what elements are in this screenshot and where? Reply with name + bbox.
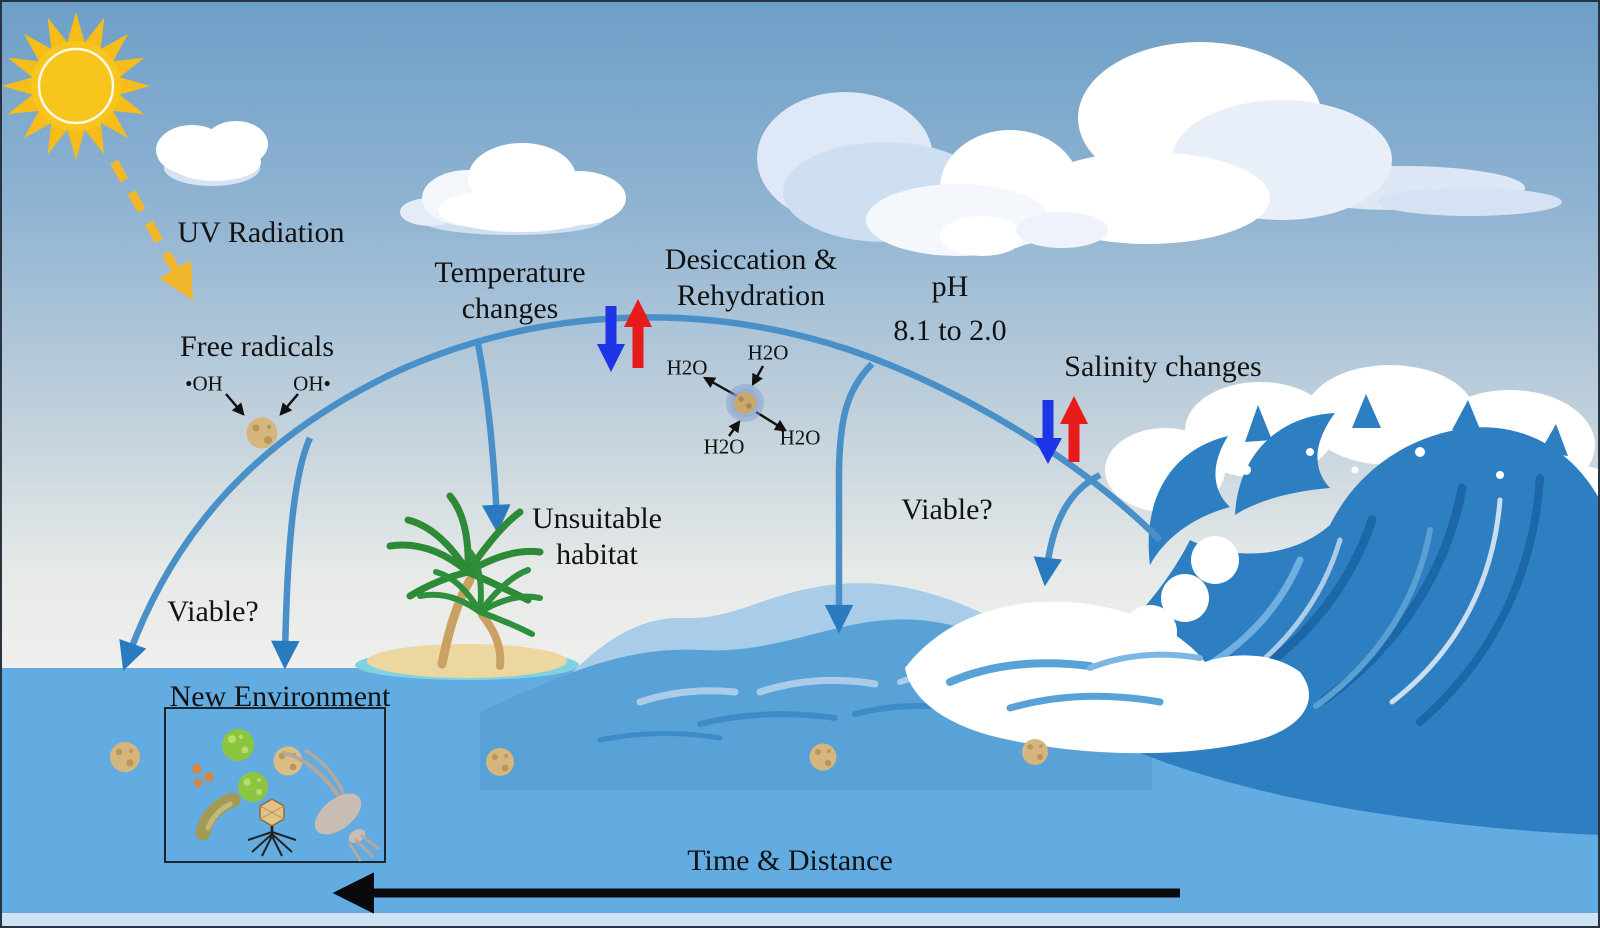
label-ph: pH	[931, 270, 969, 303]
arc-branch-viable-right	[824, 361, 875, 634]
new-environment-box	[164, 707, 386, 863]
label-salinity-changes: Salinity changes	[1064, 350, 1262, 383]
arc-branch-viable-left	[270, 436, 313, 670]
water-bottom-strip	[0, 913, 1600, 928]
label-h2o-top: H2O	[747, 340, 789, 365]
sun-icon	[2, 12, 150, 160]
bacteriophage-icon	[247, 798, 297, 857]
label-unsuitable-habitat: Unsuitable habitat	[532, 502, 662, 571]
desiccating-particle-icon	[726, 384, 764, 422]
label-temperature-changes: Temperature changes	[434, 256, 586, 325]
label-free-radicals: Free radicals	[179, 330, 335, 363]
ocean-wave-icon	[905, 365, 1600, 835]
microbe-particle-icon	[809, 743, 837, 771]
bacterium-icon	[195, 792, 241, 841]
palm-island-icon	[355, 492, 579, 680]
cloud-small-icon	[156, 121, 268, 186]
microbe-particle-icon	[1022, 739, 1048, 765]
temperature-down-arrow-icon	[597, 306, 625, 372]
copepod-icon	[282, 749, 380, 862]
algae-icon	[222, 729, 254, 761]
label-uv-radiation: UV Radiation	[177, 216, 345, 249]
microbe-particle-icon	[486, 748, 514, 776]
algae-icon	[238, 772, 268, 802]
arc-branch-island	[474, 343, 511, 534]
label-h2o-left: H2O	[666, 355, 708, 380]
uv-dashed-arrow-icon	[110, 159, 194, 301]
label-oh-radical-left: •OH	[185, 371, 223, 396]
label-ph-range: 8.1 to 2.0	[893, 314, 1007, 347]
label-new-environment: New Environment	[169, 680, 391, 713]
free-radical-pointer-arrows	[225, 393, 299, 416]
spore-dots-icon	[192, 764, 214, 788]
temperature-up-arrow-icon	[624, 299, 652, 368]
arc-branch-wave	[1033, 472, 1102, 587]
cloud-medium-icon	[400, 143, 626, 235]
cloud-large-icon	[757, 42, 1562, 256]
microbe-particle-icon	[110, 742, 140, 772]
microbe-particle-icon	[246, 417, 278, 449]
label-h2o-right: H2O	[779, 425, 821, 450]
label-viable-right: Viable?	[901, 493, 993, 526]
label-desiccation-rehydration: Desiccation & Rehydration	[664, 243, 838, 312]
label-viable-left: Viable?	[167, 595, 259, 628]
salinity-up-arrow-icon	[1060, 396, 1088, 462]
salinity-down-arrow-icon	[1034, 400, 1062, 464]
label-oh-radical-right: OH•	[293, 371, 331, 396]
microbe-particle-icon	[273, 746, 303, 776]
h2o-exchange-arrows	[702, 365, 788, 437]
label-time-distance: Time & Distance	[687, 844, 893, 877]
label-h2o-bottom: H2O	[703, 434, 745, 459]
